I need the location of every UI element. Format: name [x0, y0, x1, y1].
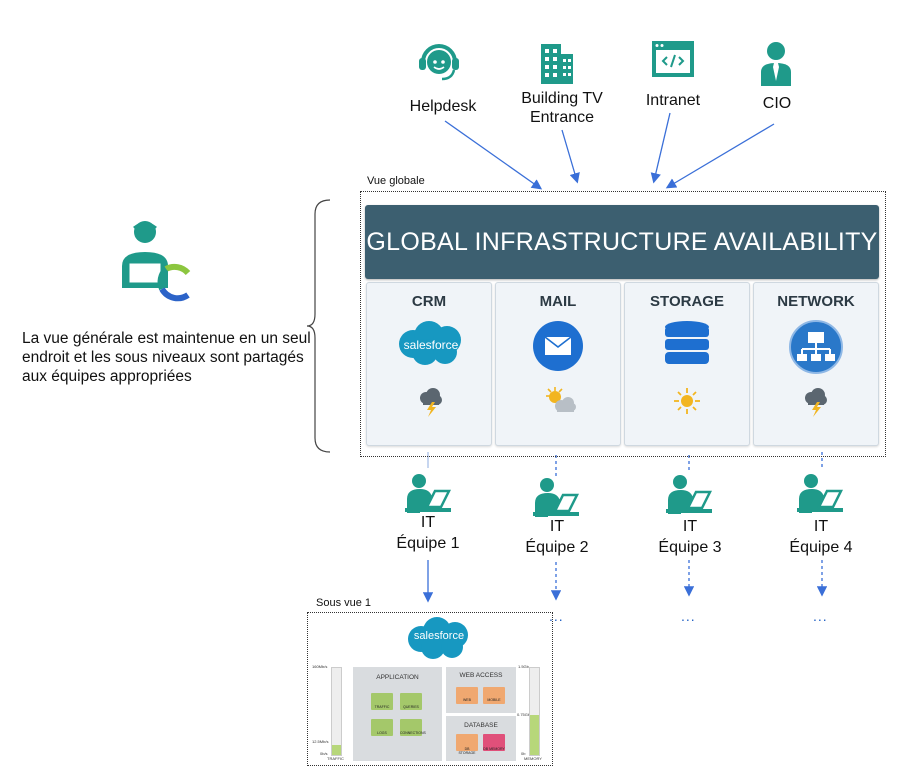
network-icon — [789, 320, 843, 374]
storm-icon — [420, 388, 442, 417]
team-4-icon — [797, 474, 843, 513]
side-note: La vue générale est maintenue en un seul… — [22, 330, 311, 385]
team-4-label: IT Équipe 4 — [789, 518, 853, 556]
tile-storage-title: STORAGE — [650, 293, 724, 310]
team-1-label: IT Équipe 1 — [396, 514, 460, 552]
global-view-title: Vue globale — [367, 175, 425, 187]
sub-salesforce-cloud-icon — [408, 617, 468, 659]
arrow-cio — [665, 123, 775, 189]
sun-icon — [674, 388, 700, 414]
sub-view-title: Sous vue 1 — [316, 597, 372, 609]
tile-crm-title: CRM — [411, 293, 447, 310]
sub-view-frame — [307, 612, 553, 766]
arrow-intranet — [650, 112, 671, 184]
building-icon — [541, 44, 573, 84]
salesforce-text: salesforce — [403, 338, 459, 352]
arrow-building — [561, 129, 580, 184]
partly-sunny-icon — [546, 387, 576, 412]
tile-storage[interactable]: STORAGE — [624, 282, 750, 446]
source-label-helpdesk: Helpdesk — [409, 98, 477, 115]
sub-salesforce-text: salesforce — [413, 630, 465, 642]
ellipsis-team-4: ... — [813, 608, 828, 624]
team-3-label: IT Équipe 3 — [658, 518, 722, 556]
salesforce-cloud-icon — [399, 321, 461, 365]
left-gauge — [331, 667, 342, 756]
team-2-label: IT Équipe 2 — [525, 518, 589, 556]
right-gauge — [529, 667, 540, 756]
tile-network[interactable]: NETWORK — [753, 282, 879, 446]
source-label-intranet: Intranet — [645, 92, 701, 109]
browser-code-icon — [652, 41, 694, 77]
database-panel: DATABASE DB STORAGE DB MEMORY — [446, 716, 516, 761]
tile-mail-title: MAIL — [539, 293, 577, 310]
source-label-cio: CIO — [762, 95, 792, 112]
arrow-helpdesk — [444, 120, 543, 190]
curly-brace — [306, 199, 331, 453]
tile-crm[interactable]: CRM salesforce — [366, 282, 492, 446]
team-1-icon — [405, 474, 451, 513]
web-access-panel: WEB ACCESS WEB MOBILE — [446, 667, 516, 713]
ellipsis-team-3: ... — [681, 608, 696, 624]
user-laptop-logo-icon — [122, 221, 191, 302]
team-2-icon — [533, 478, 579, 517]
team-3-icon — [666, 475, 712, 514]
global-view-frame — [360, 191, 886, 457]
person-tie-icon — [761, 42, 791, 86]
tile-network-title: NETWORK — [777, 293, 855, 310]
banner-title: GLOBAL INFRASTRUCTURE AVAILABILITY — [365, 205, 879, 279]
storm-icon — [805, 388, 827, 417]
tile-mail[interactable]: MAIL — [495, 282, 621, 446]
headset-agent-icon — [419, 44, 459, 81]
mail-icon — [533, 321, 583, 371]
application-panel: APPLICATION TRAFFIC QUERIES LOGS CONNECT… — [353, 667, 442, 761]
source-label-building-tv: Building TV Entrance — [521, 90, 603, 126]
database-icon — [665, 321, 709, 364]
